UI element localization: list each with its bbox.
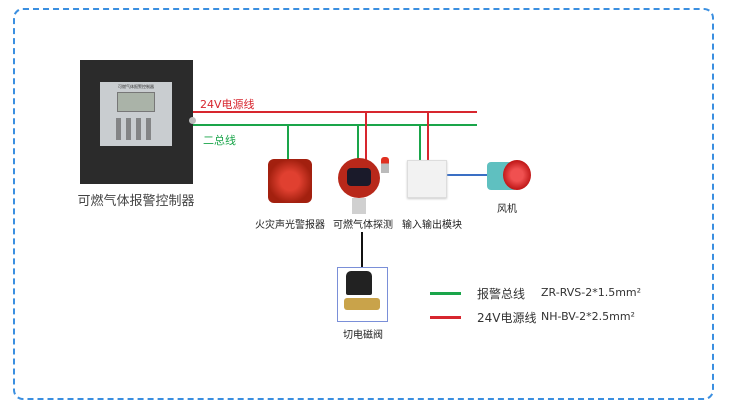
power-wire (193, 111, 477, 113)
solenoid-valve (337, 267, 388, 322)
valve-label: 切电磁阀 (343, 330, 383, 341)
valve-body (344, 298, 380, 310)
fan-impeller-icon (503, 160, 531, 190)
power-drop-module (427, 112, 429, 165)
bus-wire (193, 124, 477, 126)
detector-label: 可燃气体探测 (333, 220, 393, 231)
legend-bus-name: 报警总线 (477, 287, 526, 301)
panel-title: 可燃气体报警控制器 (118, 84, 154, 89)
detector-sensor (352, 198, 366, 214)
io-module (407, 160, 447, 198)
power-wire-label: 24V电源线 (200, 98, 255, 111)
module-label: 输入输出模块 (402, 220, 462, 231)
controller-label: 可燃气体报警控制器 (77, 194, 195, 209)
panel-screen (117, 92, 155, 112)
bus-drop-alarm (287, 125, 289, 160)
detector-beacon (381, 157, 389, 173)
lock-icon (189, 117, 196, 124)
gas-detector (338, 158, 380, 198)
sound-light-alarm (268, 159, 312, 203)
alarm-label: 火灾声光警报器 (255, 220, 325, 231)
valve-actuator (346, 271, 372, 295)
bus-wire-label: 二总线 (203, 134, 236, 147)
detector-valve-wire (361, 232, 363, 268)
bus-drop-module (419, 125, 421, 165)
bus-drop-detector (357, 125, 359, 160)
legend-power-spec: NH-BV-2*2.5mm² (541, 310, 635, 323)
fan-label: 风机 (497, 204, 517, 215)
legend-power-name: 24V电源线 (477, 311, 537, 325)
power-drop-detector (365, 112, 367, 160)
controller-panel: 可燃气体报警控制器 (100, 82, 172, 146)
detector-display (347, 168, 371, 186)
module-fan-wire (445, 174, 490, 176)
diagram-border (13, 8, 714, 400)
legend-power-swatch (430, 316, 461, 319)
legend-bus-spec: ZR-RVS-2*1.5mm² (541, 286, 642, 299)
controller-cabinet: 可燃气体报警控制器 (80, 60, 196, 184)
legend-bus-swatch (430, 292, 461, 295)
panel-keys (116, 118, 156, 140)
